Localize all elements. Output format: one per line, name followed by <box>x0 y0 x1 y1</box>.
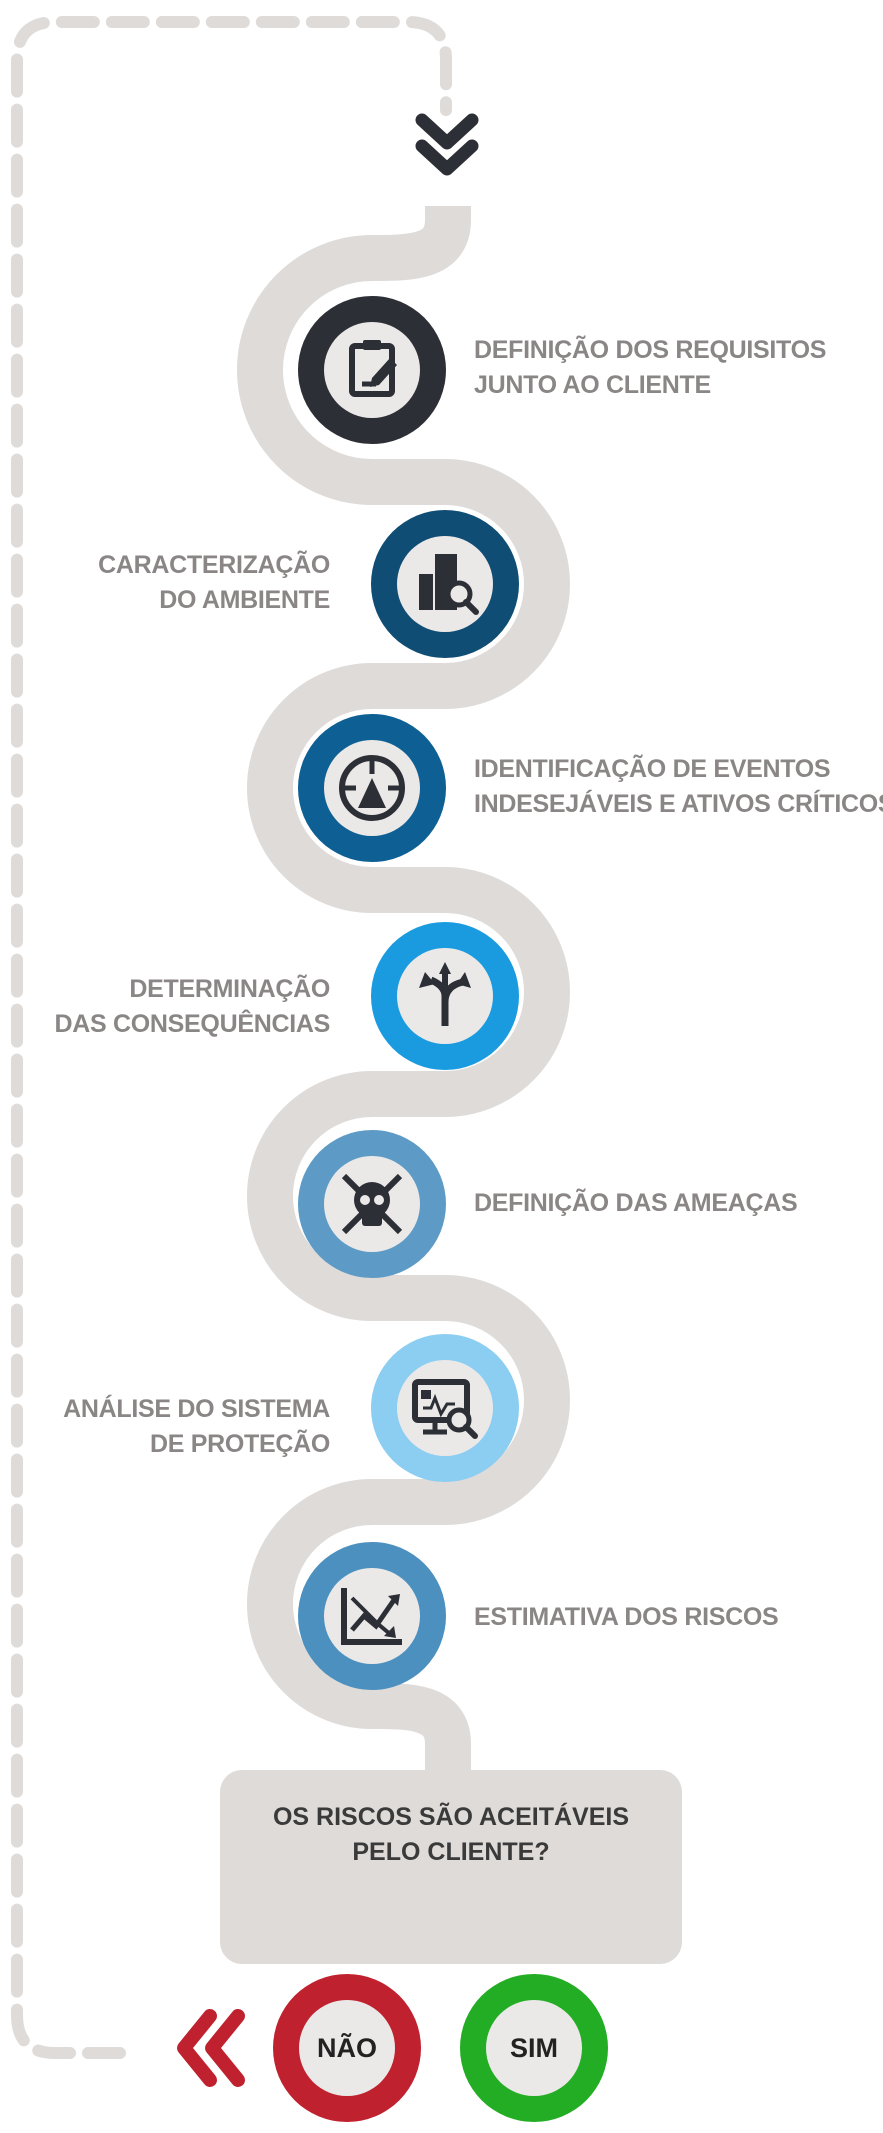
question-line: PELO CLIENTE? <box>352 1838 550 1866</box>
step-label-3: IDENTIFICAÇÃO DE EVENTOS INDESEJÁVEIS E … <box>474 752 883 822</box>
step-circle-7 <box>298 1542 446 1690</box>
step-circle-2 <box>371 510 519 658</box>
step-label-line: IDENTIFICAÇÃO DE EVENTOS <box>474 755 831 783</box>
step-label-line: DEFINIÇÃO DOS REQUISITOS <box>474 336 827 364</box>
step-label-line: DO AMBIENTE <box>159 586 330 614</box>
step-label-6: ANÁLISE DO SISTEMA DE PROTEÇÃO <box>0 1392 330 1462</box>
step-label-5: DEFINIÇÃO DAS AMEAÇAS <box>474 1186 804 1221</box>
chevron-left-icon <box>177 2009 245 2087</box>
chevron-down-icon <box>415 113 479 176</box>
process-path <box>237 206 570 1770</box>
step-circle-4 <box>371 922 519 1070</box>
step-circle-3 <box>298 714 446 862</box>
step-label-2: CARACTERIZAÇÃO DO AMBIENTE <box>0 548 330 618</box>
split-arrows-icon <box>419 962 471 1026</box>
clipboard-edit-icon <box>349 340 397 397</box>
step-label-line: DAS CONSEQUÊNCIAS <box>54 1010 331 1038</box>
step-label-line: ANÁLISE DO SISTEMA <box>63 1395 330 1423</box>
step-label-line: DETERMINAÇÃO <box>129 975 330 1003</box>
step-label-line: DEFINIÇÃO DAS AMEAÇAS <box>474 1189 798 1217</box>
question-line: OS RISCOS SÃO ACEITÁVEIS <box>272 1803 630 1831</box>
yes-button-label[interactable]: SIM <box>509 2033 558 2063</box>
step-label-line: ESTIMATIVA DOS RISCOS <box>474 1603 779 1631</box>
target-icon <box>339 755 405 821</box>
question-text: OS RISCOS SÃO ACEITÁVEIS PELO CLIENTE? <box>220 1800 682 1870</box>
no-button[interactable] <box>273 1974 421 2122</box>
chart-trend-icon <box>341 1588 402 1645</box>
step-label-line: DE PROTEÇÃO <box>149 1430 330 1458</box>
feedback-loop-dashed-line <box>11 16 452 2059</box>
no-button-label[interactable]: NÃO <box>317 2033 377 2063</box>
step-label-line: JUNTO AO CLIENTE <box>474 371 711 399</box>
monitor-lock-search-icon <box>412 1379 478 1439</box>
step-circle-1 <box>298 296 446 444</box>
step-label-4: DETERMINAÇÃO DAS CONSEQUÊNCIAS <box>0 972 331 1042</box>
step-label-7: ESTIMATIVA DOS RISCOS <box>474 1600 804 1635</box>
step-label-line: INDESEJÁVEIS E ATIVOS CRÍTICOS <box>474 790 883 818</box>
step-circle-5 <box>298 1130 446 1278</box>
yes-button[interactable] <box>460 1974 608 2122</box>
skull-crossbones-icon <box>341 1173 403 1235</box>
step-label-line: CARACTERIZAÇÃO <box>98 551 330 579</box>
step-label-1: DEFINIÇÃO DOS REQUISITOS JUNTO AO CLIENT… <box>474 333 827 403</box>
buildings-search-icon <box>419 554 479 615</box>
question-box <box>220 1770 682 1964</box>
step-circle-6 <box>371 1334 519 1482</box>
